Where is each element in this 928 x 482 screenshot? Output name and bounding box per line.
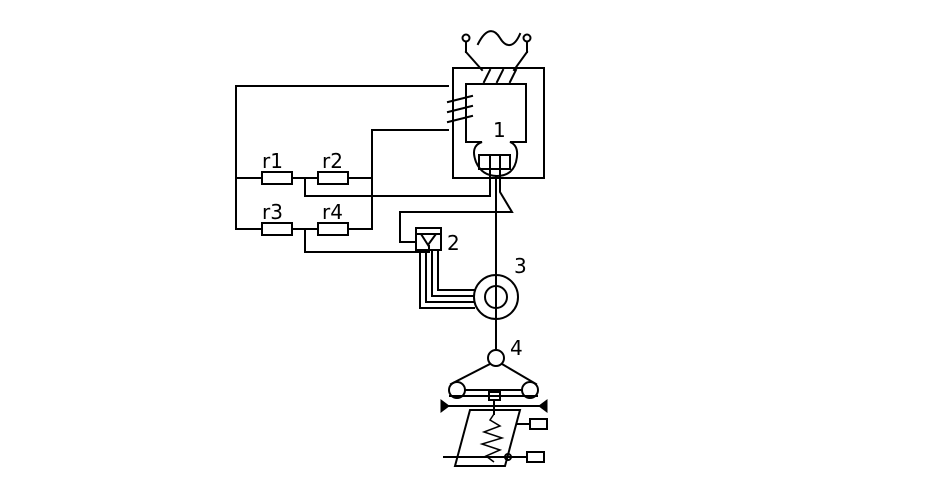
label-2: 2 xyxy=(447,231,460,255)
ac-wave-icon xyxy=(476,30,522,46)
resistor-r4-label: r4 xyxy=(322,200,343,224)
resistor-r1: r1 xyxy=(261,149,293,185)
motor-core xyxy=(446,67,545,179)
resistor-r3-label: r3 xyxy=(262,200,283,224)
component-4 xyxy=(448,349,539,399)
resistor-r1-label: r1 xyxy=(262,149,283,173)
resistor-r4: r4 xyxy=(317,200,349,236)
resistor-r2: r2 xyxy=(317,149,349,185)
label-3: 3 xyxy=(514,254,527,278)
label-1: 1 xyxy=(493,118,506,142)
resistor-r3: r3 xyxy=(261,200,293,236)
bridge-wiring xyxy=(235,85,514,253)
component-2 xyxy=(415,227,475,309)
ac-supply xyxy=(461,30,532,72)
label-4: 4 xyxy=(510,336,523,360)
spring-assembly xyxy=(440,391,548,467)
resistor-r2-label: r2 xyxy=(322,149,343,173)
